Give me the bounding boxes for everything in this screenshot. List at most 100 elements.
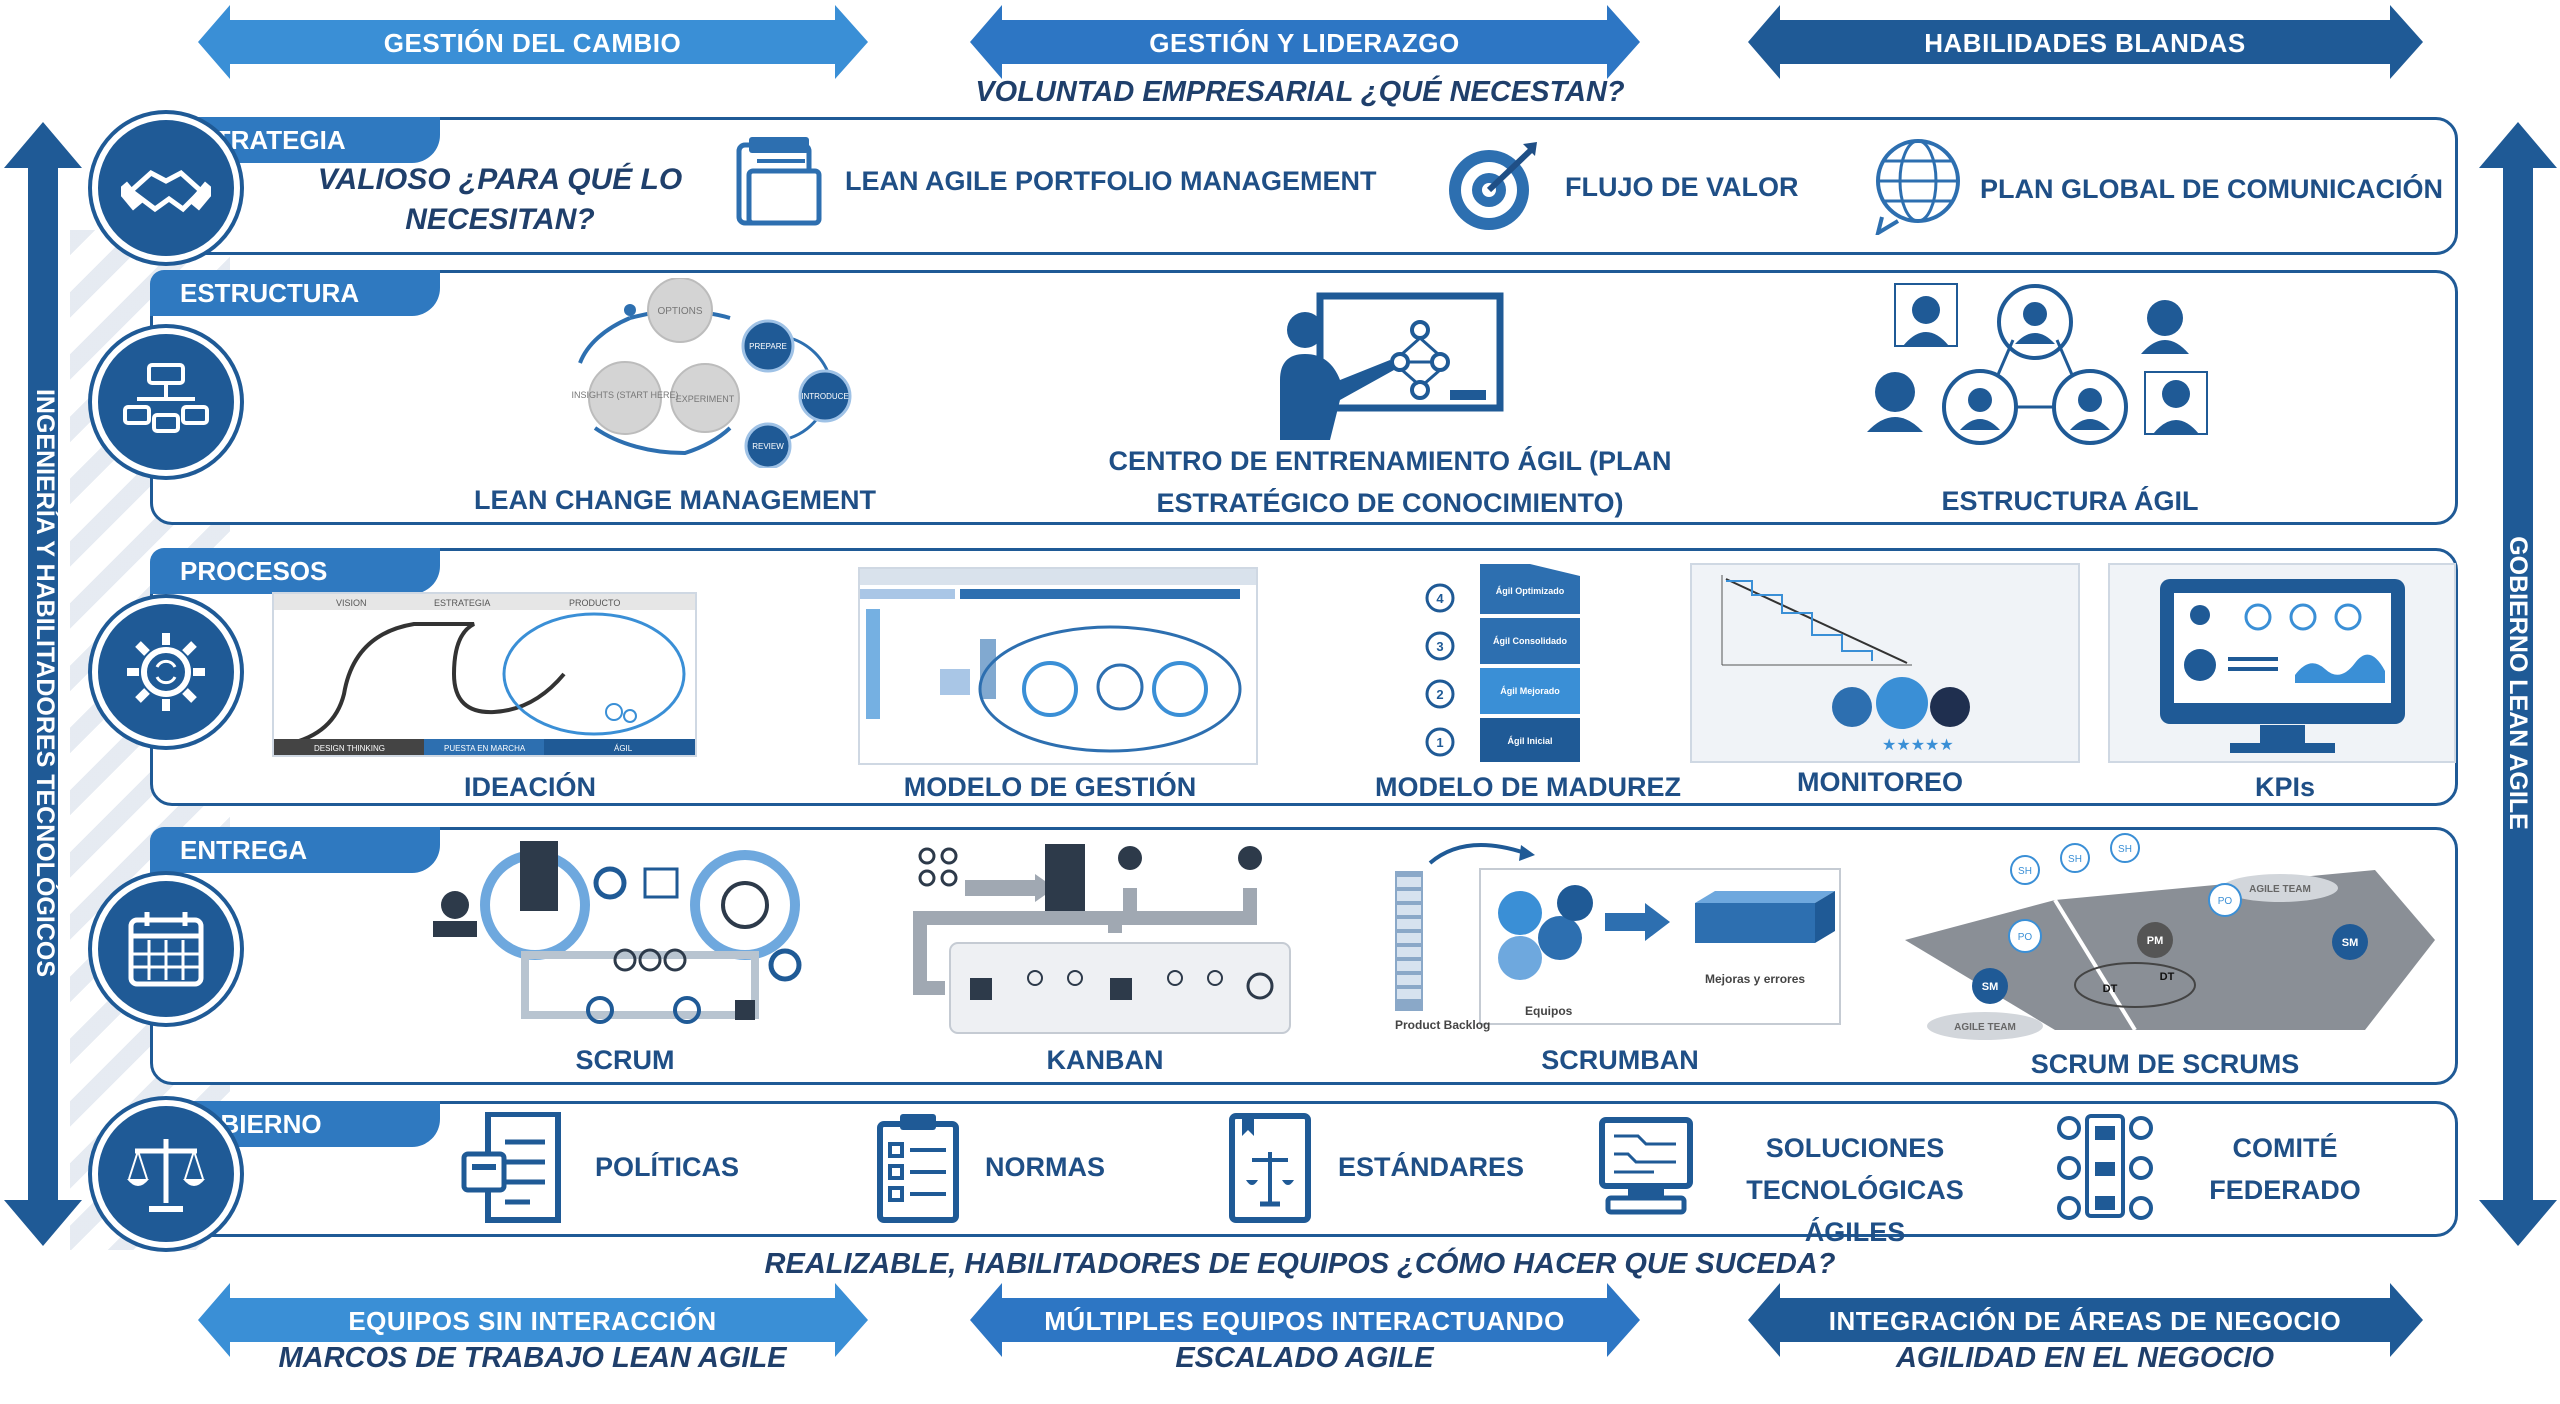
presenter-board-icon [1280, 292, 1504, 440]
svg-text:Ágil Optimizado: Ágil Optimizado [1496, 586, 1565, 596]
tab-entrega: ENTREGA [150, 827, 440, 873]
circle-gobierno [92, 1100, 240, 1248]
modelo-gestion-thumbnail [858, 567, 1258, 765]
bottom-arrows [198, 1283, 2423, 1357]
bottom-sub-3: AGILIDAD EN EL NEGOCIO [1895, 1342, 2275, 1374]
bottom-arrow-label-1: EQUIPOS SIN INTERACCIÓN [348, 1305, 717, 1336]
svg-text:VISION: VISION [336, 598, 367, 608]
item-scrumban: SCRUMBAN [1541, 1045, 1699, 1075]
svg-text:AGILE TEAM: AGILE TEAM [1954, 1022, 2016, 1033]
svg-text:AGILE TEAM: AGILE TEAM [2249, 884, 2311, 895]
svg-text:ESTRATEGIA: ESTRATEGIA [434, 598, 490, 608]
svg-text:PO: PO [2018, 932, 2033, 943]
left-axis-label: INGENIERÍA Y HABILITADORES TECNOLÓGICOS [31, 388, 59, 977]
svg-text:SH: SH [2118, 844, 2132, 855]
tab-procesos: PROCESOS [150, 548, 440, 594]
scrum-of-scrums-diagram: SH SH SH PO PO PM SM SM DT DT AGILE TEAM… [1905, 833, 2435, 1040]
svg-text:SH: SH [2018, 866, 2032, 877]
cycle-node-experiment [670, 363, 740, 433]
gear-icon [127, 633, 205, 711]
svg-text:Mejoras y errores: Mejoras y errores [1705, 972, 1805, 986]
cycle-text-prepare: PREPARE [749, 342, 787, 351]
arrow-gestion-liderazgo [970, 5, 1640, 79]
item-ideacion: IDEACIÓN [463, 772, 596, 802]
tab-estructura: ESTRUCTURA [150, 270, 440, 316]
top-arrow-label-1: GESTIÓN DEL CAMBIO [383, 27, 682, 58]
svg-text:DESIGN THINKING: DESIGN THINKING [314, 744, 385, 753]
item-modelo-madurez: MODELO DE MADUREZ [1375, 772, 1681, 802]
top-arrow-label-3: HABILIDADES BLANDAS [1924, 27, 2246, 58]
arrow-gestion-cambio [198, 5, 868, 79]
svg-text:ÁGIL: ÁGIL [614, 744, 633, 753]
svg-text:SH: SH [2068, 854, 2082, 865]
cycle-text-options: OPTIONS [657, 306, 702, 317]
band-estrategia [150, 117, 2458, 255]
scrumban-diagram: Product Backlog Equipos Mejoras y errore… [1395, 843, 1841, 1032]
right-axis-arrow [2479, 122, 2557, 1246]
left-axis-arrow [4, 122, 82, 1246]
svg-text:Product Backlog: Product Backlog [1395, 1018, 1490, 1032]
bottom-arrow-label-2: MÚLTIPLES EQUIPOS INTERACTUANDO [1044, 1305, 1565, 1336]
circle-procesos [92, 598, 240, 746]
item-scrum-de-scrums: SCRUM DE SCRUMS [2030, 1049, 2300, 1079]
svg-text:PM: PM [2147, 935, 2164, 947]
cycle-node-insights [588, 361, 662, 435]
agile-team-people-icon [1867, 283, 2208, 445]
scrum-diagram [433, 841, 802, 1024]
circle-estructura [92, 328, 240, 476]
scales-icon [127, 1139, 205, 1212]
cycle-text-introduce: INTRODUCE [801, 392, 849, 401]
item-modelo-gestion: MODELO DE GESTIÓN [903, 772, 1197, 802]
band-gobierno [150, 1101, 2458, 1237]
item-comite: COMITÉ FEDERADO [2209, 1133, 2361, 1205]
top-arrows [198, 5, 2423, 79]
org-chart-icon [123, 363, 209, 433]
item-estructura-agil: ESTRUCTURA ÁGIL [1941, 486, 2199, 516]
svg-text:SM: SM [1982, 981, 1999, 993]
item-flujo-valor: FLUJO DE VALOR [1565, 172, 1799, 202]
item-estandares: ESTÁNDARES [1338, 1152, 1525, 1182]
burndown-chart-icon: ★★★★★ [1721, 575, 1970, 754]
item-lean-change: LEAN CHANGE MANAGEMENT [474, 485, 876, 515]
item-normas: NORMAS [985, 1152, 1105, 1182]
estrategia-question: VALIOSO ¿PARA QUÉ LO NECESITAN? [317, 163, 683, 236]
target-icon [1449, 142, 1537, 230]
item-portfolio: LEAN AGILE PORTFOLIO MANAGEMENT [845, 166, 1377, 196]
arrow-multiples-equipos [970, 1283, 1640, 1357]
arrow-equipos-sin-interaccion [198, 1283, 868, 1357]
cycle-node-introduce [798, 369, 852, 423]
arrow-habilidades-blandas [1748, 5, 2423, 79]
bottom-sub-1: MARCOS DE TRABAJO LEAN AGILE [278, 1342, 787, 1374]
svg-text:DT: DT [2160, 971, 2175, 983]
cycle-text-insights: INSIGHTS (START HERE) [571, 390, 678, 400]
cycle-node-review [744, 422, 792, 468]
cycle-text-experiment: EXPERIMENT [676, 394, 735, 404]
svg-text:★★★★★: ★★★★★ [1882, 735, 1954, 754]
ideacion-diagram: VISION ESTRATEGIA PRODUCTO DESIGN THINKI… [274, 594, 695, 755]
maturity-pyramid: 4 3 2 1 Ágil Optimizado Ágil Consolidado… [1425, 564, 1580, 762]
globe-chat-icon [1875, 139, 1960, 235]
item-soluciones: SOLUCIONES TECNOLÓGICAS ÁGILES [1746, 1133, 1964, 1247]
bottom-arrow-label-3: INTEGRACIÓN DE ÁREAS DE NEGOCIO [1828, 1305, 2342, 1336]
item-kanban: KANBAN [1046, 1045, 1164, 1075]
item-plan-comunicacion: PLAN GLOBAL DE COMUNICACIÓN [1980, 174, 2443, 204]
item-scrum: SCRUM [575, 1045, 675, 1075]
ideacion-thumbnail: VISION ESTRATEGIA PRODUCTO DESIGN THINKI… [272, 592, 697, 757]
svg-text:3: 3 [1436, 639, 1443, 654]
circle-estrategia [92, 114, 240, 262]
modelo-gestion-diagram [860, 569, 1256, 753]
svg-text:PRODUCTO: PRODUCTO [569, 598, 620, 608]
svg-text:2: 2 [1436, 687, 1443, 702]
folder-icon [736, 137, 822, 226]
monitoreo-thumbnail: ★★★★★ [1690, 563, 2080, 763]
lean-change-cycle: OPTIONS INSIGHTS (START HERE) EXPERIMENT… [571, 278, 852, 468]
svg-text:Equipos: Equipos [1525, 1004, 1573, 1018]
committee-network-icon [2057, 1114, 2153, 1220]
policy-document-icon [461, 1112, 561, 1223]
bottom-sub-2: ESCALADO AGILE [1175, 1342, 1434, 1374]
svg-text:Ágil Consolidado: Ágil Consolidado [1493, 636, 1567, 646]
monitor-kpi-icon [2160, 579, 2405, 753]
svg-text:Ágil Mejorado: Ágil Mejorado [1500, 686, 1560, 696]
law-book-icon [1229, 1113, 1311, 1223]
item-kpis: KPIs [2254, 772, 2316, 802]
